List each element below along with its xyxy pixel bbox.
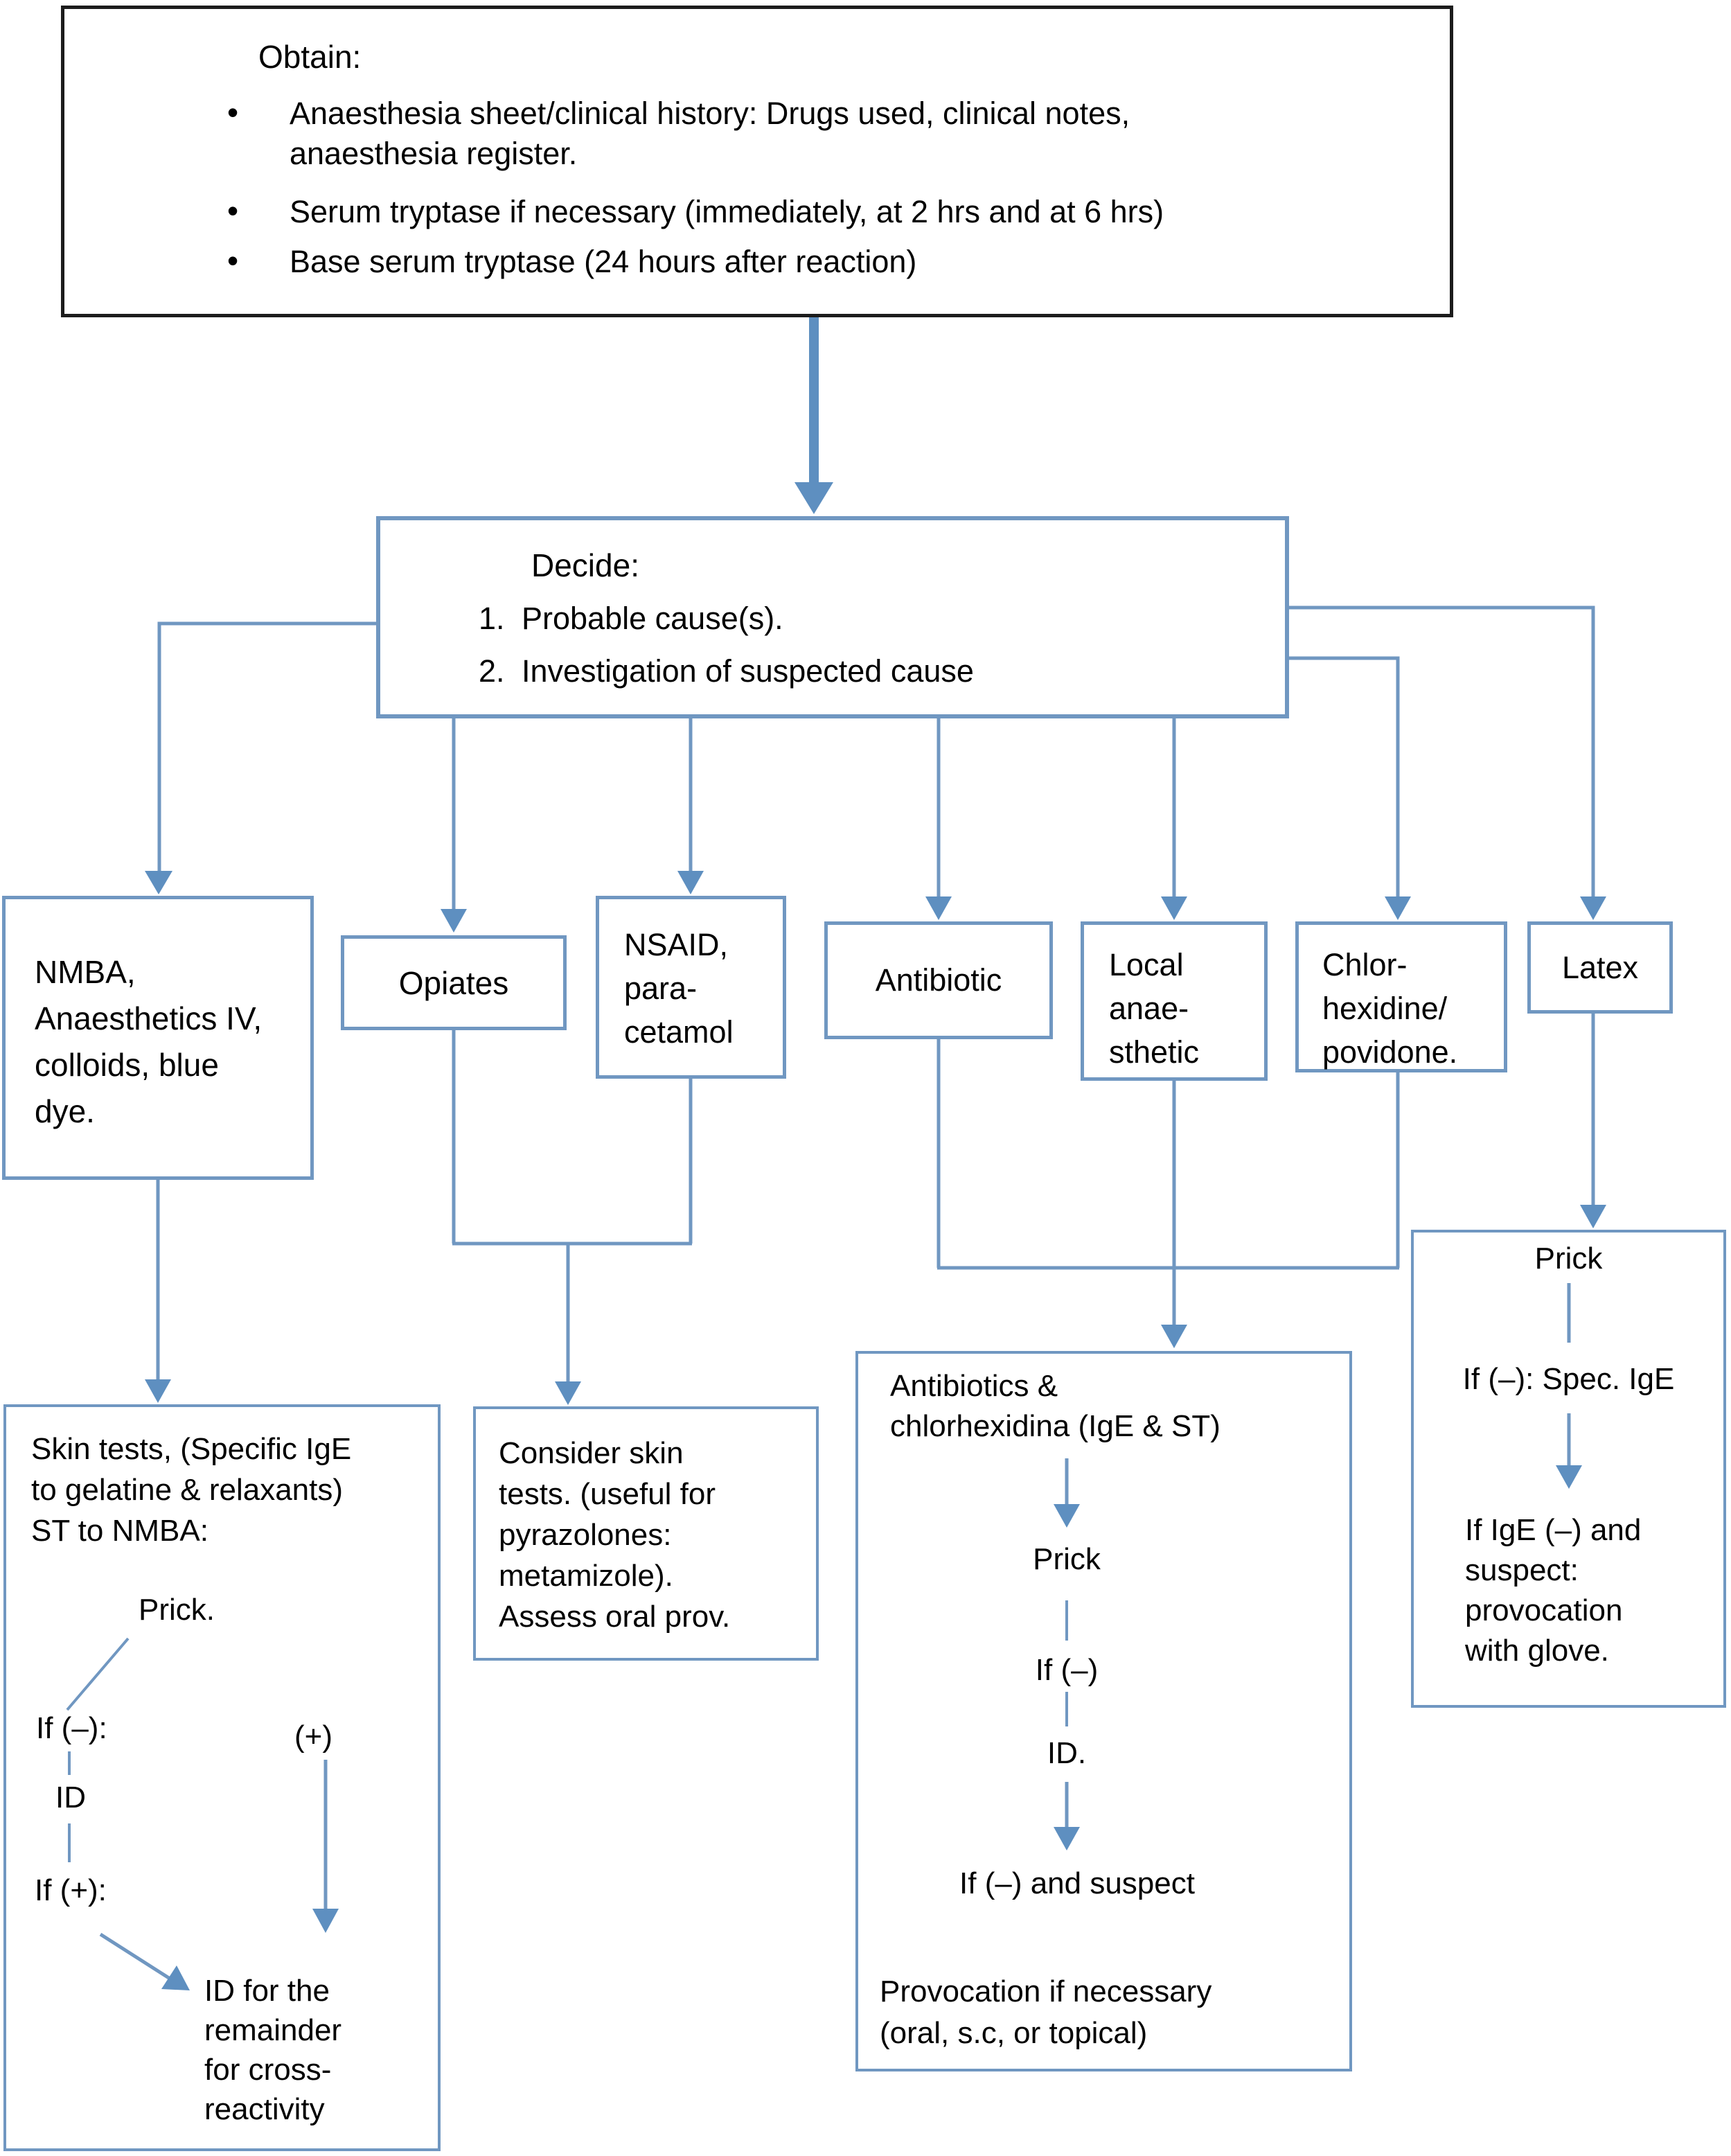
list-item: 2. Investigation of suspected cause (479, 653, 1285, 689)
arrow-to-antibiotic (925, 718, 952, 920)
nsaid-box: NSAID, para- cetamol (596, 896, 786, 1079)
antibiotics-panel (855, 1351, 1352, 2071)
decide-list: 1. Probable cause(s). 2. Investigation o… (380, 601, 1285, 689)
decide-box: Decide: 1. Probable cause(s). 2. Investi… (376, 516, 1289, 718)
bullet-icon: • (227, 242, 239, 279)
latex-if-ige-negative: If IgE (–) and suspect: provocation with… (1465, 1513, 1642, 1668)
arrow-to-nsaid (677, 718, 704, 894)
skin-tests-intro: Skin tests, (Specific IgE to gelatine & … (31, 1432, 352, 1548)
arrow-to-local-anaesthetic (1161, 718, 1187, 920)
skin-tests-panel (3, 1404, 441, 2151)
skin-tests-id: ID (55, 1781, 86, 1814)
decide-item-label: Probable cause(s). (522, 601, 783, 636)
skin-tests-positive: (+) (294, 1720, 332, 1753)
skin-tests-if-negative: If (–): (36, 1711, 107, 1745)
bullet-icon: • (227, 94, 239, 130)
consider-panel (473, 1406, 819, 1661)
latex-if-negative: If (–): Spec. IgE (1462, 1362, 1675, 1396)
latex-box: Latex (1527, 921, 1673, 1014)
obtain-item-text: Anaesthesia sheet/clinical history: Drug… (290, 96, 1130, 171)
list-item: • Serum tryptase if necessary (immediate… (220, 192, 1450, 232)
arrow-to-opiates (441, 718, 467, 933)
decide-item-number: 1. (479, 601, 505, 636)
arrow-to-antibiotics-panel (936, 1039, 1400, 1348)
skin-tests-prick: Prick. (139, 1593, 215, 1627)
arrow-to-latex (1289, 606, 1606, 920)
decide-item-number: 2. (479, 653, 505, 689)
antibiotics-provocation: Provocation if necessary (oral, s.c, or … (880, 1974, 1212, 2050)
antibiotics-prick: Prick (1033, 1542, 1101, 1576)
antibiotics-if-negative-suspect: If (–) and suspect (959, 1866, 1195, 1900)
chlorhexidine-box: Chlor- hexidine/ povidone. (1295, 921, 1507, 1072)
antibiotic-box: Antibiotic (824, 921, 1053, 1039)
antibiotics-id: ID. (1047, 1736, 1087, 1770)
arrow-to-skin-tests (145, 1180, 171, 1403)
arrow-down-icon (795, 317, 833, 514)
antibiotics-title: Antibiotics & chlorhexidina (IgE & ST) (890, 1369, 1220, 1443)
local-anaesthetic-box: Local anae- sthetic (1081, 921, 1268, 1081)
obtain-box: Obtain: • Anaesthesia sheet/clinical his… (61, 6, 1453, 317)
arrow-to-nmba (145, 621, 376, 894)
arrow-to-latex-panel (1580, 1014, 1606, 1228)
bullet-icon: • (227, 193, 239, 229)
obtain-title: Obtain: (258, 39, 362, 75)
consider-text: Consider skin tests. (useful for pyrazol… (499, 1436, 731, 1634)
obtain-list: • Anaesthesia sheet/clinical history: Dr… (64, 94, 1450, 282)
nmba-box: NMBA, Anaesthetics IV, colloids, blue dy… (2, 896, 314, 1180)
latex-prick: Prick (1534, 1242, 1603, 1275)
antibiotics-if-negative: If (–) (1035, 1653, 1099, 1687)
obtain-item-text: Serum tryptase if necessary (immediately… (290, 194, 1164, 229)
list-item: 1. Probable cause(s). (479, 601, 1285, 637)
skin-tests-if-positive: If (+): (35, 1873, 107, 1907)
obtain-item-text: Base serum tryptase (24 hours after reac… (290, 244, 917, 279)
list-item: • Anaesthesia sheet/clinical history: Dr… (220, 94, 1450, 174)
opiates-box: Opiates (341, 935, 567, 1030)
decide-item-label: Investigation of suspected cause (522, 653, 974, 689)
skin-tests-remainder: ID for the remainder for cross- reactivi… (204, 1974, 342, 2126)
arrow-to-chlorhexidine (1289, 656, 1411, 920)
list-item: • Base serum tryptase (24 hours after re… (220, 242, 1450, 282)
decide-title: Decide: (531, 547, 639, 583)
arrow-to-consider (452, 1030, 693, 1405)
